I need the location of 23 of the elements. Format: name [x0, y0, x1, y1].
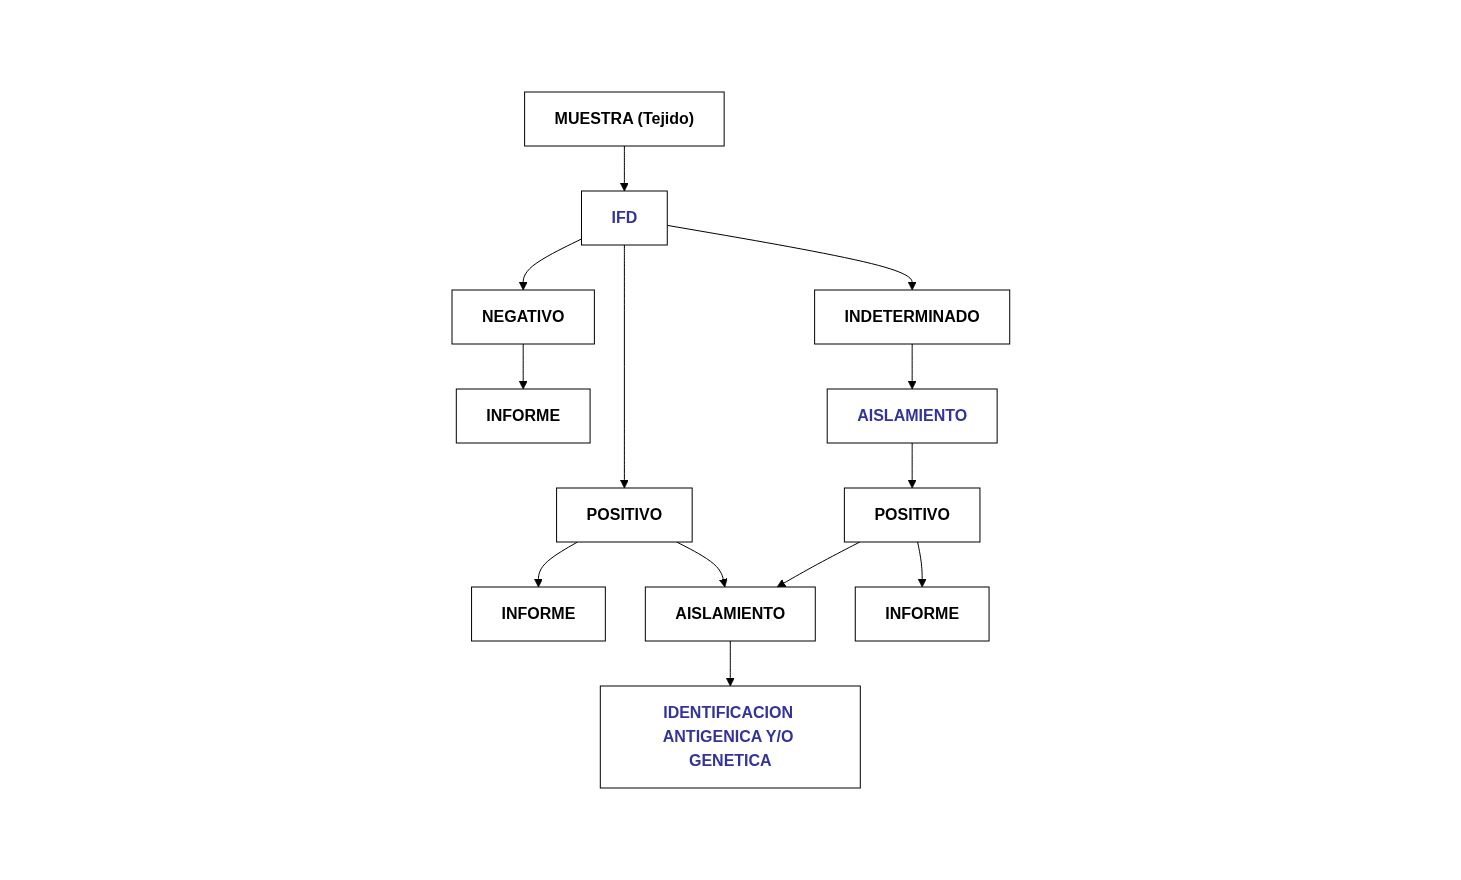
node-box: INFORME: [470, 586, 606, 642]
arrow: [619, 145, 629, 192]
arrow: [725, 640, 735, 687]
arrow: [907, 442, 917, 489]
arrow: [907, 343, 917, 390]
node-box: IDENTIFICACION ANTIGENICA Y/O GENETICA: [599, 685, 861, 789]
node-box: POSITIVO: [555, 487, 693, 543]
arrow: [666, 224, 917, 291]
node-box: MUESTRA (Tejido): [523, 91, 725, 147]
node-box: INFORME: [455, 388, 591, 444]
arrow: [518, 238, 582, 291]
node-box: NEGATIVO: [451, 289, 595, 345]
node-box: INDETERMINADO: [813, 289, 1010, 345]
node-box: IFD: [580, 190, 668, 246]
arrow: [518, 343, 528, 390]
node-box: INFORME: [854, 586, 990, 642]
arrow: [776, 541, 860, 588]
node-box: AISLAMIENTO: [826, 388, 998, 444]
arrow: [533, 541, 578, 588]
node-box: POSITIVO: [843, 487, 981, 543]
arrow: [916, 541, 927, 588]
arrow: [619, 244, 629, 489]
node-box: AISLAMIENTO: [644, 586, 816, 642]
